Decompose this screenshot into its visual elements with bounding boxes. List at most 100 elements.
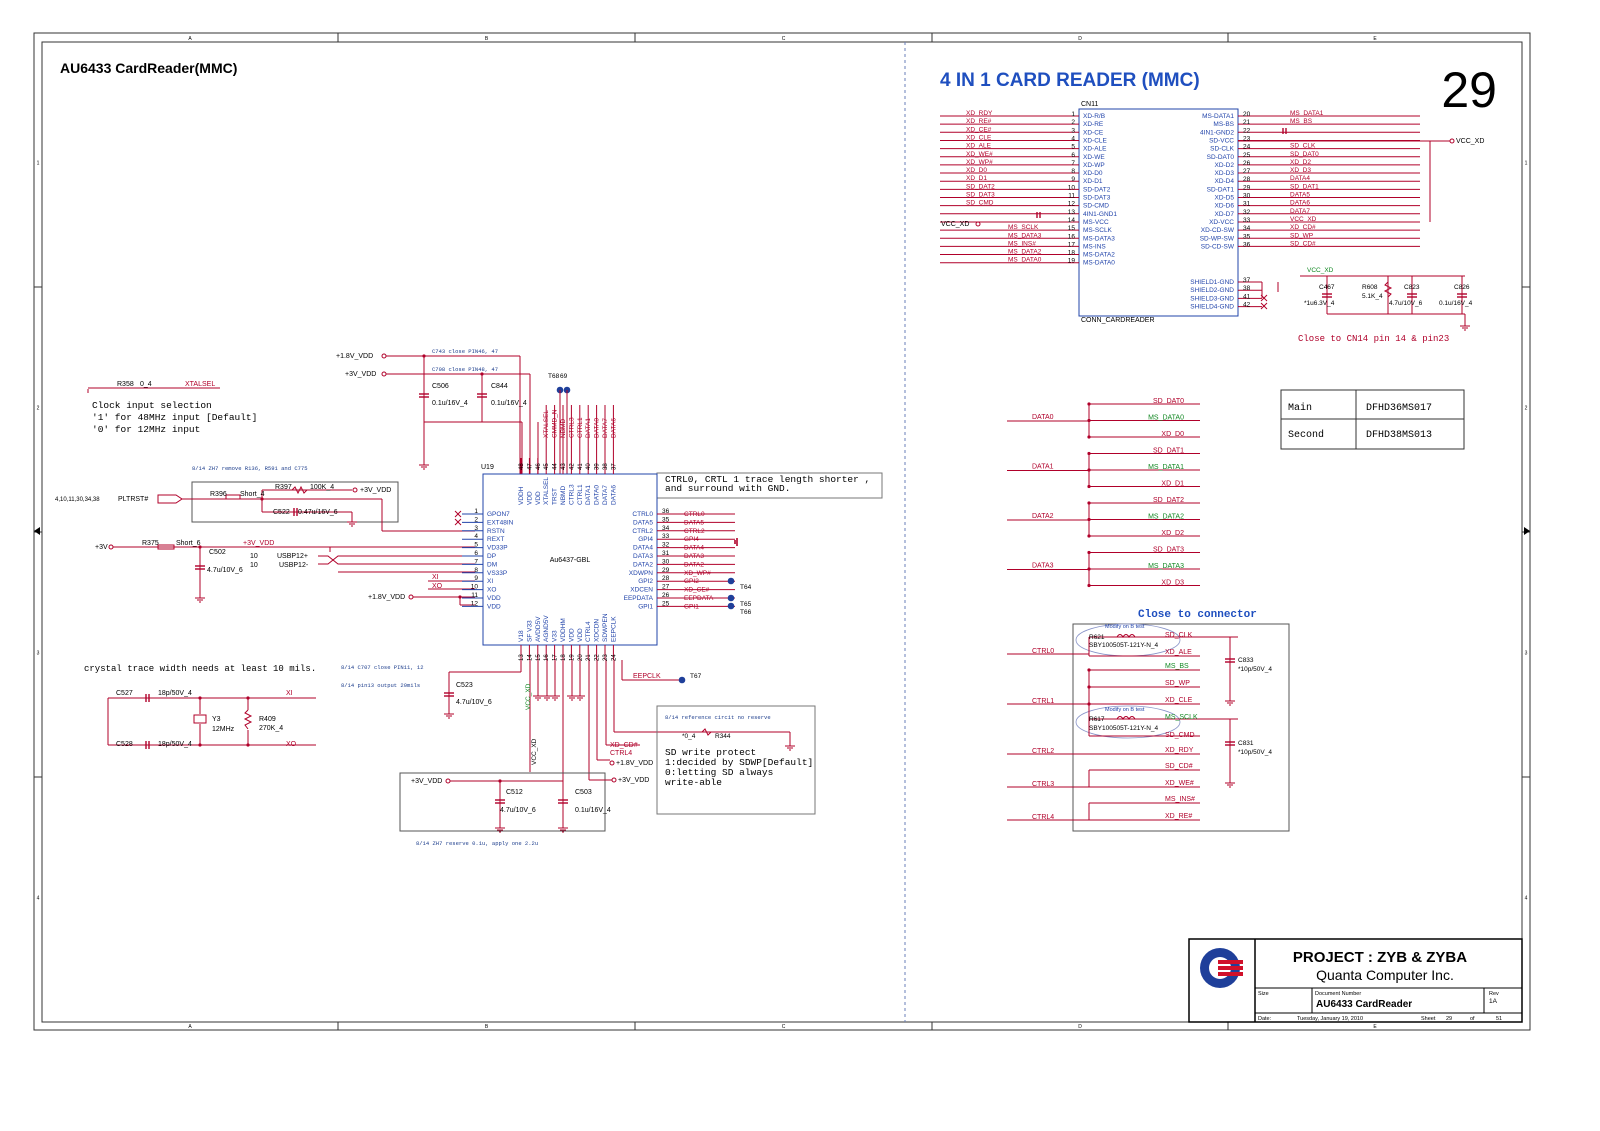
frame-col-label: C (782, 36, 786, 42)
junction-dot (1087, 402, 1091, 406)
r409-value: 270K_4 (259, 725, 283, 732)
cn11-pin-name: MS-DATA2 (1083, 252, 1115, 259)
cn11-pin-name: SD-DAT0 (1207, 154, 1235, 161)
u19-pin-name: CTRL2 (632, 528, 653, 535)
net-ctrl4: CTRL4 (1032, 814, 1054, 821)
frame-row-label: 1 (37, 161, 40, 167)
u19-pin-num: 39 (595, 463, 601, 470)
bom-value: DFHD38MS013 (1366, 430, 1432, 441)
wires-layer (87, 108, 1523, 1023)
junction-dot (1087, 435, 1091, 439)
cn11-net: MS_INS# (1008, 240, 1036, 247)
u19-pin-num: 22 (595, 654, 601, 661)
c506-value: 0.1u/16V_4 (432, 400, 468, 407)
net-3v-vdd: +3V_VDD (411, 778, 442, 785)
frame-col-label: D (1078, 36, 1082, 42)
y3-value: 12MHz (212, 726, 235, 733)
r397-ref: R397 (275, 484, 292, 491)
c522-ref: C522 (273, 509, 290, 516)
date-value: Tuesday, January 19, 2010 (1297, 1016, 1363, 1022)
junction-dot (246, 696, 250, 700)
net-data-src: DATA2 (1032, 513, 1054, 520)
net-data-branch: SD_DAT3 (1153, 547, 1184, 554)
sd-write-note: write-able (665, 777, 722, 788)
u19-part: Au6437-GBL (550, 557, 591, 564)
t66-label: T66 (740, 609, 752, 616)
u19-pin-name: VDDHM (560, 618, 567, 642)
clock-selection-note: '1' for 48MHz input [Default] (92, 412, 257, 423)
u19-pin-name: CTRL0 (632, 511, 653, 518)
c831-ref: C831 (1238, 740, 1254, 747)
u19-pin-num: 12 (471, 600, 479, 607)
cn11-net: XD_RDY (966, 110, 993, 117)
u19-pin-name: XO (487, 587, 496, 594)
cn11-net: XD_D0 (966, 167, 987, 174)
u19-pin-name: XDCDN (594, 619, 601, 642)
net-ctrl1: CTRL1 (1032, 698, 1054, 705)
rev-label: Rev (1489, 991, 1499, 997)
u19-pin-name: DATA3 (633, 553, 653, 560)
cn11-pin-num: 24 (1243, 144, 1251, 151)
cn11-pin-num: 6 (1071, 152, 1075, 159)
ctrl-net: XD_RE# (1165, 813, 1192, 820)
u19-pin-name: GPI2 (638, 578, 653, 585)
u19-pin-num: 21 (586, 654, 592, 661)
r344-ref: R344 (715, 733, 731, 740)
cn11-net: MS_SCLK (1008, 224, 1039, 231)
u19-pin-name: DATA7 (602, 485, 609, 505)
c844-ref: C844 (491, 383, 508, 390)
remove-note: 8/14 ZH7 remove R136, R591 and C775 (192, 465, 308, 472)
frame-col-label: D (1078, 1024, 1082, 1030)
frame-row-label: 2 (37, 406, 40, 412)
u19-pin-num: 30 (662, 558, 670, 565)
c512-value: 4.7u/10V_6 (500, 807, 536, 814)
u19-net: XD_WP# (684, 570, 711, 577)
cn11-pin-name: MS-DATA3 (1083, 235, 1115, 242)
u19-pin-name: VS33P (487, 570, 507, 577)
ctrl-net: MS_INS# (1165, 796, 1195, 803)
cn11-net: XD_D1 (966, 175, 987, 182)
net-data-src: DATA0 (1032, 414, 1054, 421)
u19-pin-name: VDD (526, 491, 533, 505)
cn11-pin-name: XD-D4 (1214, 178, 1234, 185)
net-3v: +3V (95, 544, 108, 551)
net-xo: XO (286, 741, 297, 748)
u19-pin-num: 26 (662, 592, 670, 599)
cn11-pin-num: 13 (1068, 209, 1076, 216)
ctrl-net: XD_RDY (1165, 747, 1194, 754)
u19-net: DATA4 (684, 545, 704, 552)
cap-value: 0.1u/16V_4 (1439, 300, 1473, 307)
cn11-pin-num: 7 (1071, 160, 1075, 167)
u19-net: DATA1 (585, 418, 592, 438)
net-data-branch: XD_D1 (1161, 481, 1184, 488)
drawing-frame (33, 32, 1531, 1031)
cn11-net: SD_DAT3 (966, 192, 995, 199)
u19-pin-num: 41 (578, 463, 584, 470)
frame-col-label: A (188, 36, 192, 42)
net-data-branch: XD_D3 (1161, 580, 1184, 587)
cn11-net: MS_DATA3 (1008, 232, 1042, 239)
cn11-pin-num: 26 (1243, 160, 1251, 167)
cn11-net: SD_CMD (966, 200, 994, 207)
cn11-net: MS_DATA2 (1008, 249, 1042, 256)
u19-pin-name: VDD (487, 603, 501, 610)
junction-dot (1087, 418, 1091, 423)
cn11-pin-num: 8 (1071, 168, 1075, 175)
of-label: of (1470, 1016, 1475, 1022)
usb-pin: 10 (250, 562, 258, 569)
junction-dot (198, 545, 202, 549)
u19-pin-name: REXT (487, 536, 504, 543)
u19-pin-name: VD33P (487, 545, 508, 552)
r608-value: 5.1K_4 (1362, 293, 1383, 300)
cn11-pin-name: 4IN1-GND1 (1083, 211, 1117, 218)
r621-value: SBY100505T-121Y-N_4 (1089, 642, 1159, 649)
clock-selection-note: Clock input selection (92, 400, 212, 411)
u19-pin-name: DATA6 (610, 485, 617, 505)
u19-net: DATA5 (684, 519, 704, 526)
sheet-number: 29 (1446, 1016, 1452, 1022)
cn11-pin-num: 33 (1243, 217, 1251, 224)
u19-pin-name: NBMD (560, 486, 567, 505)
u19-pin-name: V33 (552, 630, 559, 642)
cn11-pin-num: 32 (1243, 209, 1251, 216)
